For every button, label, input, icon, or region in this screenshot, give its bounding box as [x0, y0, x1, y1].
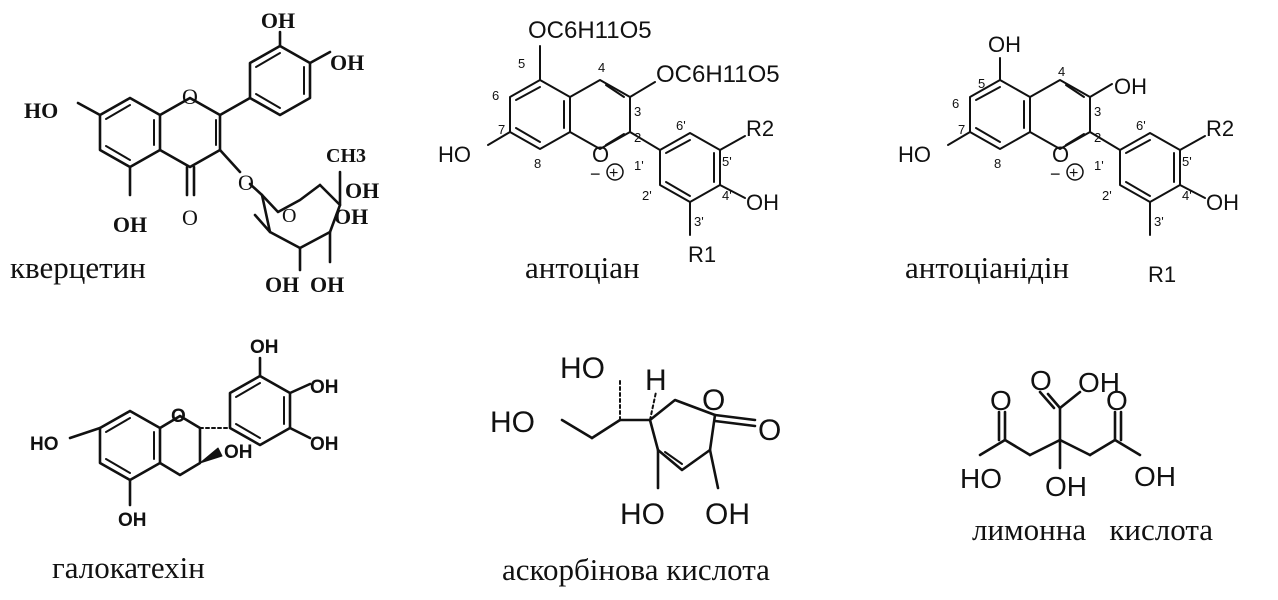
atom-label: O: [1106, 385, 1128, 416]
citric-acid-structure: O OH O O HO OH OH лимонна кислота: [880, 320, 1278, 600]
atom-label: OH: [330, 50, 364, 75]
atom-label: OH: [334, 204, 368, 229]
position-number: 6': [676, 118, 686, 133]
gallocatechin-drawing: OH OH OH HO O OH OH: [30, 337, 339, 531]
atom-label: O: [1030, 365, 1052, 396]
atom-label: HO: [898, 142, 931, 167]
atom-label: HO: [490, 406, 535, 439]
atom-label: CH3: [326, 145, 366, 167]
atom-label: O: [1052, 142, 1069, 167]
position-number: 2: [634, 130, 641, 145]
position-number: 3: [1094, 104, 1101, 119]
atom-label: O: [702, 384, 725, 417]
atom-label: O: [758, 414, 781, 447]
atom-label: O: [182, 84, 198, 109]
atom-label: OH: [113, 212, 147, 237]
atom-label: HO: [960, 463, 1002, 494]
plus-sign: +: [609, 165, 618, 182]
atom-label: O: [238, 170, 254, 195]
anthocyanidin-drawing: OH OH HO O − + R1 R2 OH 5 4 3 2 6 7 8 1'…: [898, 32, 1239, 287]
atom-label: O: [171, 406, 186, 427]
atom-label: OH: [310, 377, 339, 398]
atom-label: O: [990, 385, 1012, 416]
position-number: 2': [642, 188, 652, 203]
position-number: 4': [722, 188, 732, 203]
anthocyanidin-structure: OH OH HO O − + R1 R2 OH 5 4 3 2 6 7 8 1'…: [880, 0, 1278, 300]
atom-label: OC6H11O5: [528, 17, 652, 44]
atom-label: OC6H11O5: [656, 61, 780, 88]
position-number: 8: [534, 156, 541, 171]
atom-label: OH: [265, 272, 299, 297]
position-number: 5: [978, 76, 985, 91]
atom-label: R1: [1148, 262, 1176, 287]
position-number: 2: [1094, 130, 1101, 145]
atom-label: OH: [988, 32, 1021, 57]
atom-label: HO: [620, 498, 665, 531]
atom-label: O: [182, 205, 198, 230]
atom-label: OH: [746, 190, 779, 215]
position-number: 3: [634, 104, 641, 119]
plus-sign: +: [1069, 165, 1078, 182]
atom-label: OH: [345, 178, 379, 203]
atom-label: R1: [688, 242, 716, 267]
position-number: 1': [1094, 158, 1104, 173]
position-number: 4: [598, 60, 605, 75]
ascorbic-acid-drawing: HO HO H O O HO OH: [490, 352, 781, 531]
atom-label: R2: [746, 116, 774, 141]
atom-label: O: [592, 142, 609, 167]
atom-label: R2: [1206, 116, 1234, 141]
anthocyanin-drawing: OC6H11O5 OC6H11O5 HO O − + R1 R2 OH 5 4 …: [438, 17, 780, 267]
atom-label: OH: [310, 434, 339, 455]
atom-label: OH: [250, 337, 279, 358]
atom-label: HO: [30, 434, 59, 455]
quercetin-structure: OH OH HO OH O O O CH3 OH OH OH OH O квер…: [0, 0, 400, 300]
atom-label: OH: [118, 510, 147, 531]
anthocyanin-structure: OC6H11O5 OC6H11O5 HO O − + R1 R2 OH 5 4 …: [420, 0, 840, 300]
position-number: 6: [492, 88, 499, 103]
position-number: 4: [1058, 64, 1065, 79]
position-number: 2': [1102, 188, 1112, 203]
ascorbic-acid-label: аскорбінова кислота: [502, 552, 770, 587]
atom-label: OH: [705, 498, 750, 531]
position-number: 7: [498, 122, 505, 137]
atom-label: OH: [1045, 471, 1087, 502]
atom-label: OH: [310, 272, 344, 297]
minus-sign: −: [1050, 164, 1061, 184]
citric-acid-drawing: O OH O O HO OH OH: [960, 365, 1176, 502]
anthocyanin-label: антоціан: [525, 250, 640, 285]
position-number: 1': [634, 158, 644, 173]
position-number: 6: [952, 96, 959, 111]
minus-sign: −: [590, 164, 601, 184]
anthocyanidin-label: антоціанідін: [905, 250, 1070, 285]
position-number: 5': [722, 154, 732, 169]
position-number: 3': [1154, 214, 1164, 229]
atom-label: HO: [560, 352, 605, 385]
position-number: 7: [958, 122, 965, 137]
position-number: 3': [694, 214, 704, 229]
atom-label: HO: [438, 142, 471, 167]
atom-label: O: [282, 205, 296, 227]
atom-label: OH: [261, 8, 295, 33]
atom-label: H: [645, 364, 667, 397]
gallocatechin-label: галокатехін: [52, 550, 205, 585]
citric-acid-label: лимонна кислота: [972, 512, 1214, 547]
position-number: 5': [1182, 154, 1192, 169]
atom-label: OH: [1206, 190, 1239, 215]
ascorbic-acid-structure: HO HO H O O HO OH аскорбінова кислота: [420, 320, 860, 600]
position-number: 5: [518, 56, 525, 71]
position-number: 8: [994, 156, 1001, 171]
atom-label: OH: [224, 442, 253, 463]
atom-label: OH: [1114, 74, 1147, 99]
atom-label: HO: [24, 98, 58, 123]
position-number: 6': [1136, 118, 1146, 133]
atom-label: OH: [1134, 461, 1176, 492]
quercetin-label: кверцетин: [10, 250, 146, 285]
position-number: 4': [1182, 188, 1192, 203]
atom-label: OH: [1078, 367, 1120, 398]
gallocatechin-structure: OH OH OH HO O OH OH галокатехін: [0, 320, 400, 600]
quercetin-drawing: OH OH HO OH O O O CH3 OH OH OH OH O: [24, 8, 379, 297]
